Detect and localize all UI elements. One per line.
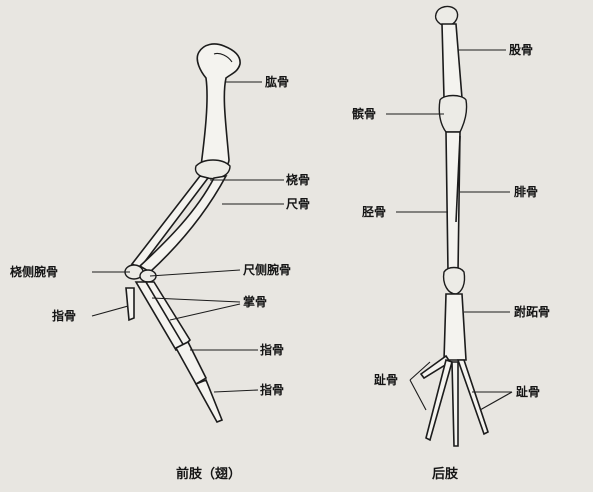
hindlimb-skeleton <box>421 7 488 446</box>
ankle-joint <box>444 268 465 295</box>
label-radius: 桡骨 <box>286 172 310 187</box>
label-fibula: 腓骨 <box>514 184 538 199</box>
femur-head <box>436 7 458 26</box>
tarsometatarsus-bone <box>444 294 466 360</box>
label-patella: 髌骨 <box>352 106 376 121</box>
label-toe-left: 趾骨 <box>374 373 398 387</box>
label-femur: 股骨 <box>509 42 533 57</box>
label-toe-right: 趾骨 <box>516 385 540 399</box>
label-tibia: 胫骨 <box>362 204 386 219</box>
label-digit-left: 指骨 <box>52 308 76 323</box>
toe-bone-2 <box>452 362 458 446</box>
phalanx-distal <box>196 380 222 422</box>
tibia-bone <box>446 132 460 272</box>
label-radial-carpal: 桡侧腕骨 <box>10 264 58 279</box>
femur-bone <box>442 24 462 98</box>
alula-digit-bone <box>126 288 134 320</box>
toe-bone-3 <box>458 360 488 434</box>
label-ulna: 尺骨 <box>286 197 310 211</box>
humerus-bone <box>197 44 240 169</box>
label-digit-tip: 指骨 <box>260 382 284 397</box>
forelimb-skeleton <box>125 44 240 422</box>
label-ulnar-carpal: 尺侧腕骨 <box>243 262 291 277</box>
label-digit-mid: 指骨 <box>260 342 284 357</box>
label-metacarpal: 掌骨 <box>243 294 267 309</box>
caption-hindlimb: 后肢 <box>432 466 459 482</box>
label-tarsometatarsus: 跗跖骨 <box>514 304 550 319</box>
ulna-bone <box>140 176 226 272</box>
label-humerus: 肱骨 <box>265 74 289 89</box>
phalanx-proximal <box>176 342 206 384</box>
caption-forelimb: 前肢（翅） <box>176 466 241 482</box>
